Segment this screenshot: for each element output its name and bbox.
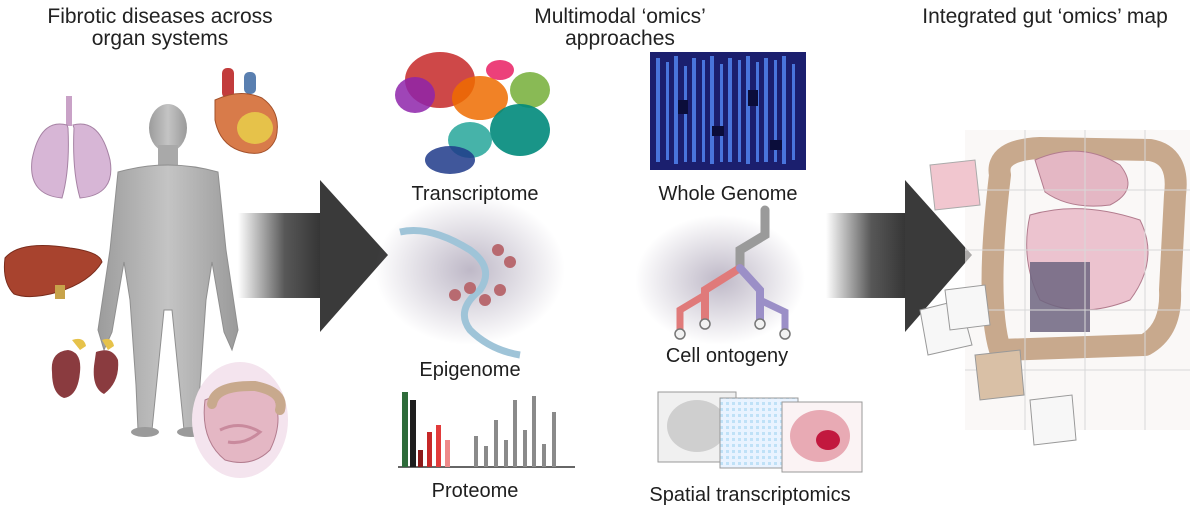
middle-panel-caption: Multimodal ‘omics’ approaches [460,6,780,50]
proteome-label: Proteome [431,480,519,502]
heart-illustration [214,68,278,154]
whole-genome-sequencing [650,52,806,170]
gut-puzzle-map [919,130,1190,446]
human-figure [97,104,239,437]
right-panel-caption: Integrated gut ‘omics’ map [922,5,1168,28]
intestine-illustration [192,362,288,478]
cell-ontogeny-label: Cell ontogeny [665,345,789,367]
epigenome-label: Epigenome [419,359,521,381]
left-caption-line2: organ systems [91,27,229,50]
proteome-bar-illustration [398,392,575,468]
transcriptome-umap [395,52,550,174]
whole-genome-label: Whole Genome [658,183,798,205]
middle-caption-line1: Multimodal ‘omics’ [534,5,706,28]
kidneys-illustration [51,338,119,398]
epigenome-illustration [375,195,565,359]
transcriptome-label: Transcriptome [411,183,539,205]
left-panel-caption: Fibrotic diseases across organ systems [0,6,320,50]
spatial-transcriptomics-label: Spatial transcriptomics [649,484,851,506]
spatial-transcriptomics-slides [657,391,863,473]
liver-illustration [3,245,103,299]
left-arrow [238,180,388,332]
middle-caption-line2: approaches [565,27,675,50]
lungs-illustration [31,96,112,199]
left-caption-line1: Fibrotic diseases across [47,5,273,28]
cell-ontogeny-tree [635,205,805,345]
right-arrow [826,180,972,332]
